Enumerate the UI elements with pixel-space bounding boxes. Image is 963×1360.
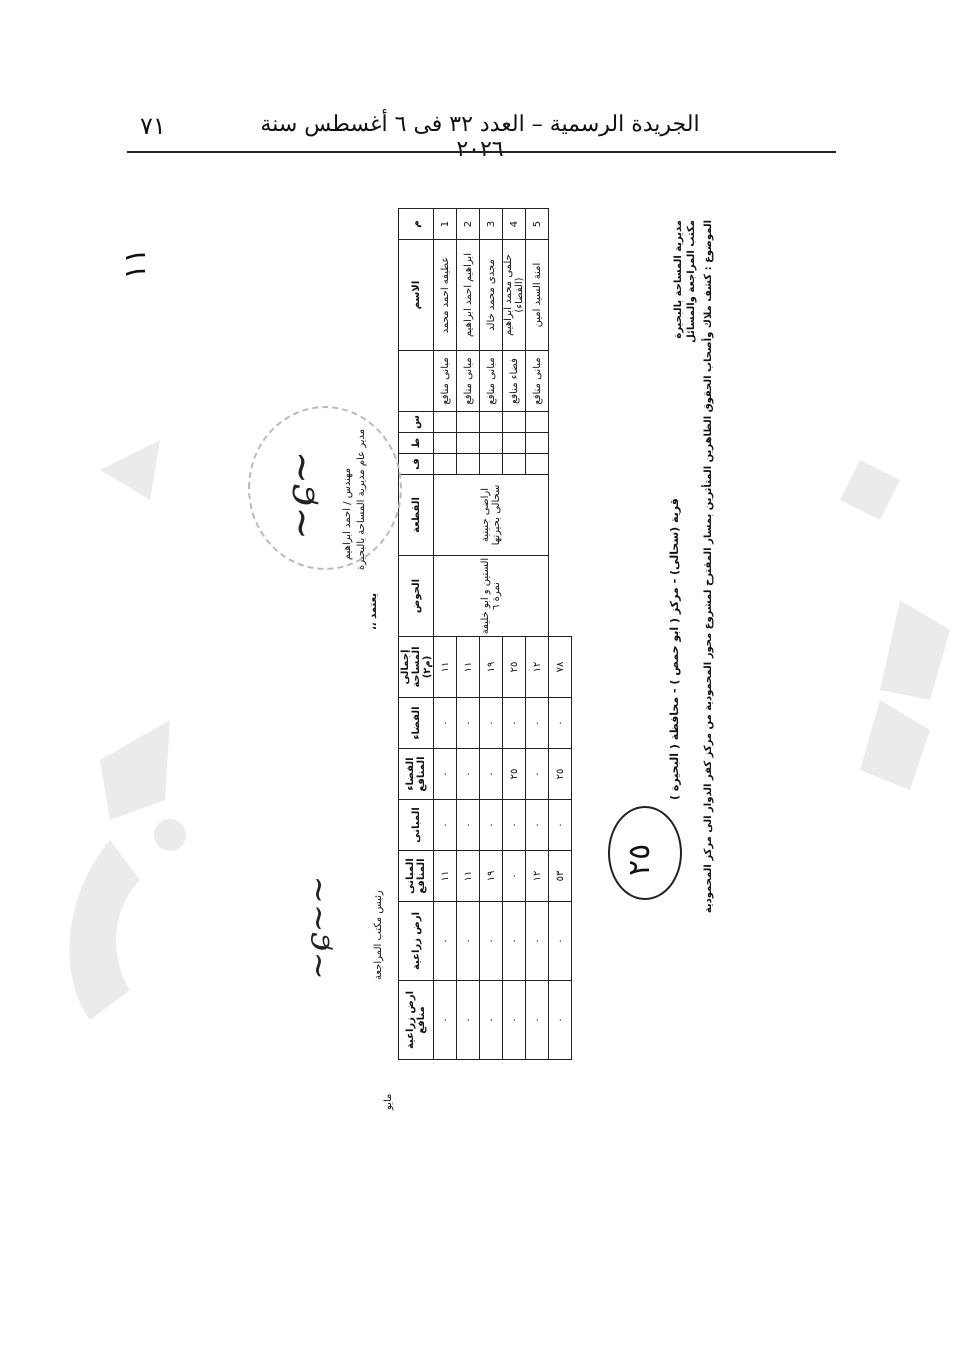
header-rule <box>127 151 836 153</box>
cell-mabani-m: ١٩ <box>479 850 503 902</box>
col-mabani: المبانى <box>398 799 434 851</box>
circled-number: ٢٥ <box>608 806 682 900</box>
cell-mabani: ٠ <box>456 799 480 851</box>
table-row: 1 عطيفه احمد محمد مبانى منافع اراضى جنين… <box>433 208 549 1060</box>
cell-mabani: ٠ <box>433 799 457 851</box>
cell-fadaa-m: ٢٥ <box>502 748 526 800</box>
cell-mabani-m: ١١ <box>433 850 457 902</box>
official-seal <box>248 406 402 570</box>
cell-mabani-m: ٠ <box>502 850 526 902</box>
cell-m: 3 <box>479 208 503 240</box>
corner-mark: ١١ <box>118 247 153 280</box>
cell-ard: ٠ <box>525 901 549 981</box>
cell-total: ٢٥ <box>502 636 526 698</box>
cell-fadaa: ٠ <box>502 697 526 749</box>
review-head-label: رئيس مكتب المراجعة <box>373 890 384 980</box>
table-header-row: م الاسم س ط ف القطعة الحوض إجمالى المساح… <box>398 208 434 1060</box>
location-line: قرية (سحالى) - مركز ( ابو حمص ) - محافظة… <box>668 498 681 800</box>
rotated-sheet: ١١ مديرية المساحة بالبحيرة مكتب المراجعة… <box>118 200 728 1130</box>
page-header: ٧١ الجريدة الرسمية – العدد ٣٢ فى ٦ أغسطس… <box>0 0 963 162</box>
cell-total: ١١ <box>456 636 480 698</box>
cell-total: ١٩ <box>479 636 503 698</box>
office-line-1: مديرية المساحة بالبحيرة <box>673 220 684 339</box>
cell-m: 4 <box>502 208 526 240</box>
cell-hod: الستين و ابو خليفة نمرة ٦ <box>433 555 549 637</box>
cell-mabani-m: ١١ <box>456 850 480 902</box>
cell-mabani: ٠ <box>525 799 549 851</box>
cell-qita: اراضى جنينية سحالى بحيرتها <box>433 474 549 556</box>
cell-fadaa: ٠ <box>456 697 480 749</box>
cell-ard: ٠ <box>479 901 503 981</box>
cell-ard-m: ٠ <box>525 980 549 1060</box>
cell-ard: ٠ <box>433 901 457 981</box>
cell-ard: ٠ <box>502 901 526 981</box>
director-signature: ~ɕ~ <box>278 450 324 540</box>
total-area: ٧٨ <box>548 636 572 698</box>
total-mabani: ٠ <box>548 799 572 851</box>
owners-table: م الاسم س ط ف القطعة الحوض إجمالى المساح… <box>398 208 572 1060</box>
cell-fadaa-m: ٠ <box>456 748 480 800</box>
reviewer-signature: ~~ɕ~ <box>298 875 338 980</box>
col-total-area: إجمالى المساحة (م٢) <box>398 636 434 698</box>
cell-m: 5 <box>525 208 549 240</box>
cell-m: 1 <box>433 208 457 240</box>
col-fadaa: الفضاء <box>398 697 434 749</box>
col-name: الاسم <box>398 239 434 351</box>
cell-total: ١٢ <box>525 636 549 698</box>
gazette-title: الجريدة الرسمية – العدد ٣٢ فى ٦ أغسطس سن… <box>260 112 700 162</box>
cell-fadaa: ٠ <box>479 697 503 749</box>
cell-fadaa: ٠ <box>525 697 549 749</box>
col-t: ط <box>398 432 434 454</box>
cell-ard-m: ٠ <box>456 980 480 1060</box>
cell-name: ابراهيم احمد ابراهيم <box>456 239 480 351</box>
cell-m: 2 <box>456 208 480 240</box>
cell-name: حلمى محمد ابراهيم (الفضاء) <box>502 239 526 351</box>
total-ard-m: ٠ <box>548 980 572 1060</box>
col-ard-ziraia-manafea: ارض زراعية منافع <box>398 980 434 1060</box>
cell-fadaa-m: ٠ <box>525 748 549 800</box>
office-line-2: مكتب المراجعة والمسائل <box>686 220 697 343</box>
col-mabani-manafea: المبانى المنافع <box>398 850 434 902</box>
col-ard-ziraia: ارض زراعية <box>398 901 434 981</box>
cell-name: امنة السيد امين <box>525 239 549 351</box>
cell-fadaa-m: ٠ <box>433 748 457 800</box>
cell-ard-m: ٠ <box>502 980 526 1060</box>
cell-ard-m: ٠ <box>433 980 457 1060</box>
cell-mabani: ٠ <box>479 799 503 851</box>
cell-name: مجدى محمد خالد <box>479 239 503 351</box>
cell-fadaa-m: ٠ <box>479 748 503 800</box>
total-mabani-m: ٥٣ <box>548 850 572 902</box>
cell-desc: مبانى منافع <box>433 350 457 412</box>
col-hod: الحوض <box>398 555 434 637</box>
cell-desc: مبانى منافع <box>525 350 549 412</box>
page-number: ٧١ <box>140 112 166 140</box>
col-qita: القطعة <box>398 474 434 556</box>
circled-number-text: ٢٥ <box>622 843 657 876</box>
cell-mabani-m: ١٢ <box>525 850 549 902</box>
cell-ard: ٠ <box>456 901 480 981</box>
col-f: ف <box>398 453 434 475</box>
table-totals-row: ٧٨ ٠ ٢٥ ٠ ٥٣ ٠ ٠ <box>548 209 572 1060</box>
cell-fadaa: ٠ <box>433 697 457 749</box>
subject-line: الموضوع : كشف ملاك وأصحاب الحقوق الظاهري… <box>703 220 714 914</box>
cell-desc: مبانى منافع <box>456 350 480 412</box>
date-label: مايو <box>383 1093 394 1110</box>
cell-mabani: ٠ <box>502 799 526 851</box>
cell-name: عطيفه احمد محمد <box>433 239 457 351</box>
cell-desc: مبانى منافع <box>479 350 503 412</box>
cell-desc: فضاء منافع <box>502 350 526 412</box>
cell-total: ١١ <box>433 636 457 698</box>
total-fadaa: ٠ <box>548 697 572 749</box>
col-m: م <box>398 208 434 240</box>
total-fadaa-m: ٢٥ <box>548 748 572 800</box>
cell-ard-m: ٠ <box>479 980 503 1060</box>
col-desc <box>398 350 434 412</box>
approve-label: يعتمد ،، <box>368 592 379 630</box>
total-ard: ٠ <box>548 901 572 981</box>
col-fadaa-manafea: الفضاء المنافع <box>398 748 434 800</box>
col-s: س <box>398 411 434 433</box>
